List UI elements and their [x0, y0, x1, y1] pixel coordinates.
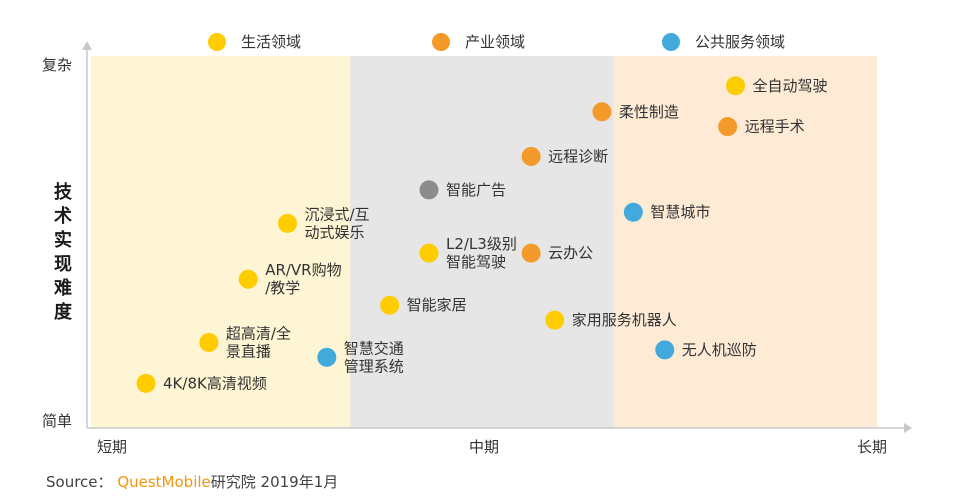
data-point-label: 柔性制造: [619, 103, 679, 121]
data-point-label: 智能家居: [407, 296, 467, 314]
data-point: [419, 243, 439, 263]
data-point-label: 沉浸式/互动式娱乐: [305, 205, 370, 241]
data-point-label: 4K/8K高清视频: [163, 374, 267, 392]
data-point: [726, 76, 746, 96]
data-point: [521, 243, 541, 263]
data-point-label: 超高清/全景直播: [226, 324, 291, 360]
chart-legend: 生活领域 产业领域 公共服务领域: [208, 33, 785, 51]
data-point: [419, 180, 439, 200]
data-point-label: 无人机巡防: [682, 341, 757, 359]
zone-band-2: [350, 56, 614, 428]
x-tick-label: 短期: [97, 438, 127, 456]
data-point-label: 家用服务机器人: [572, 311, 677, 329]
y-axis-arrow: [82, 41, 92, 50]
legend-label: 公共服务领域: [695, 33, 785, 51]
legend-label: 生活领域: [241, 33, 301, 51]
source-suffix: 研究院 2019年1月: [210, 473, 339, 491]
chart-zones: [91, 56, 877, 428]
legend-marker: [432, 33, 450, 51]
data-point: [199, 332, 219, 352]
y-axis-title: 技术实现难度: [53, 181, 73, 323]
x-axis-arrow: [904, 423, 912, 433]
data-point-label: 智慧交通管理系统: [344, 339, 404, 375]
data-point-label: 云办公: [548, 244, 593, 262]
x-tick-label: 长期: [857, 438, 887, 456]
data-point: [718, 117, 738, 137]
data-point: [521, 146, 541, 166]
data-point: [238, 269, 258, 289]
y-tick-label: 简单: [42, 412, 72, 430]
source-note: Source： QuestMobile研究院 2019年1月: [46, 471, 338, 492]
zone-band-3: [613, 56, 877, 428]
x-tick-label: 中期: [469, 438, 499, 456]
data-point-label: L2/L3级别智能驾驶: [446, 235, 517, 271]
legend-marker: [208, 33, 226, 51]
legend-marker: [662, 33, 680, 51]
data-point-label: 智慧城市: [650, 203, 710, 221]
data-point-label: AR/VR购物/教学: [265, 261, 341, 297]
zone-band-1: [91, 56, 351, 428]
data-point: [136, 373, 156, 393]
data-point: [380, 295, 400, 315]
data-point: [655, 340, 675, 360]
source-brand: QuestMobile: [117, 473, 211, 491]
legend-label: 产业领域: [465, 33, 525, 51]
data-point-label: 智能广告: [446, 181, 506, 199]
data-point: [317, 347, 337, 367]
data-point: [545, 310, 565, 330]
data-point-label: 全自动驾驶: [753, 77, 828, 95]
data-point: [623, 202, 643, 222]
data-point-label: 远程手术: [745, 118, 805, 136]
y-tick-label: 复杂: [42, 56, 72, 74]
data-point: [592, 102, 612, 122]
source-prefix: Source：: [46, 473, 113, 491]
data-point: [278, 213, 297, 233]
data-point-label: 远程诊断: [548, 147, 608, 165]
